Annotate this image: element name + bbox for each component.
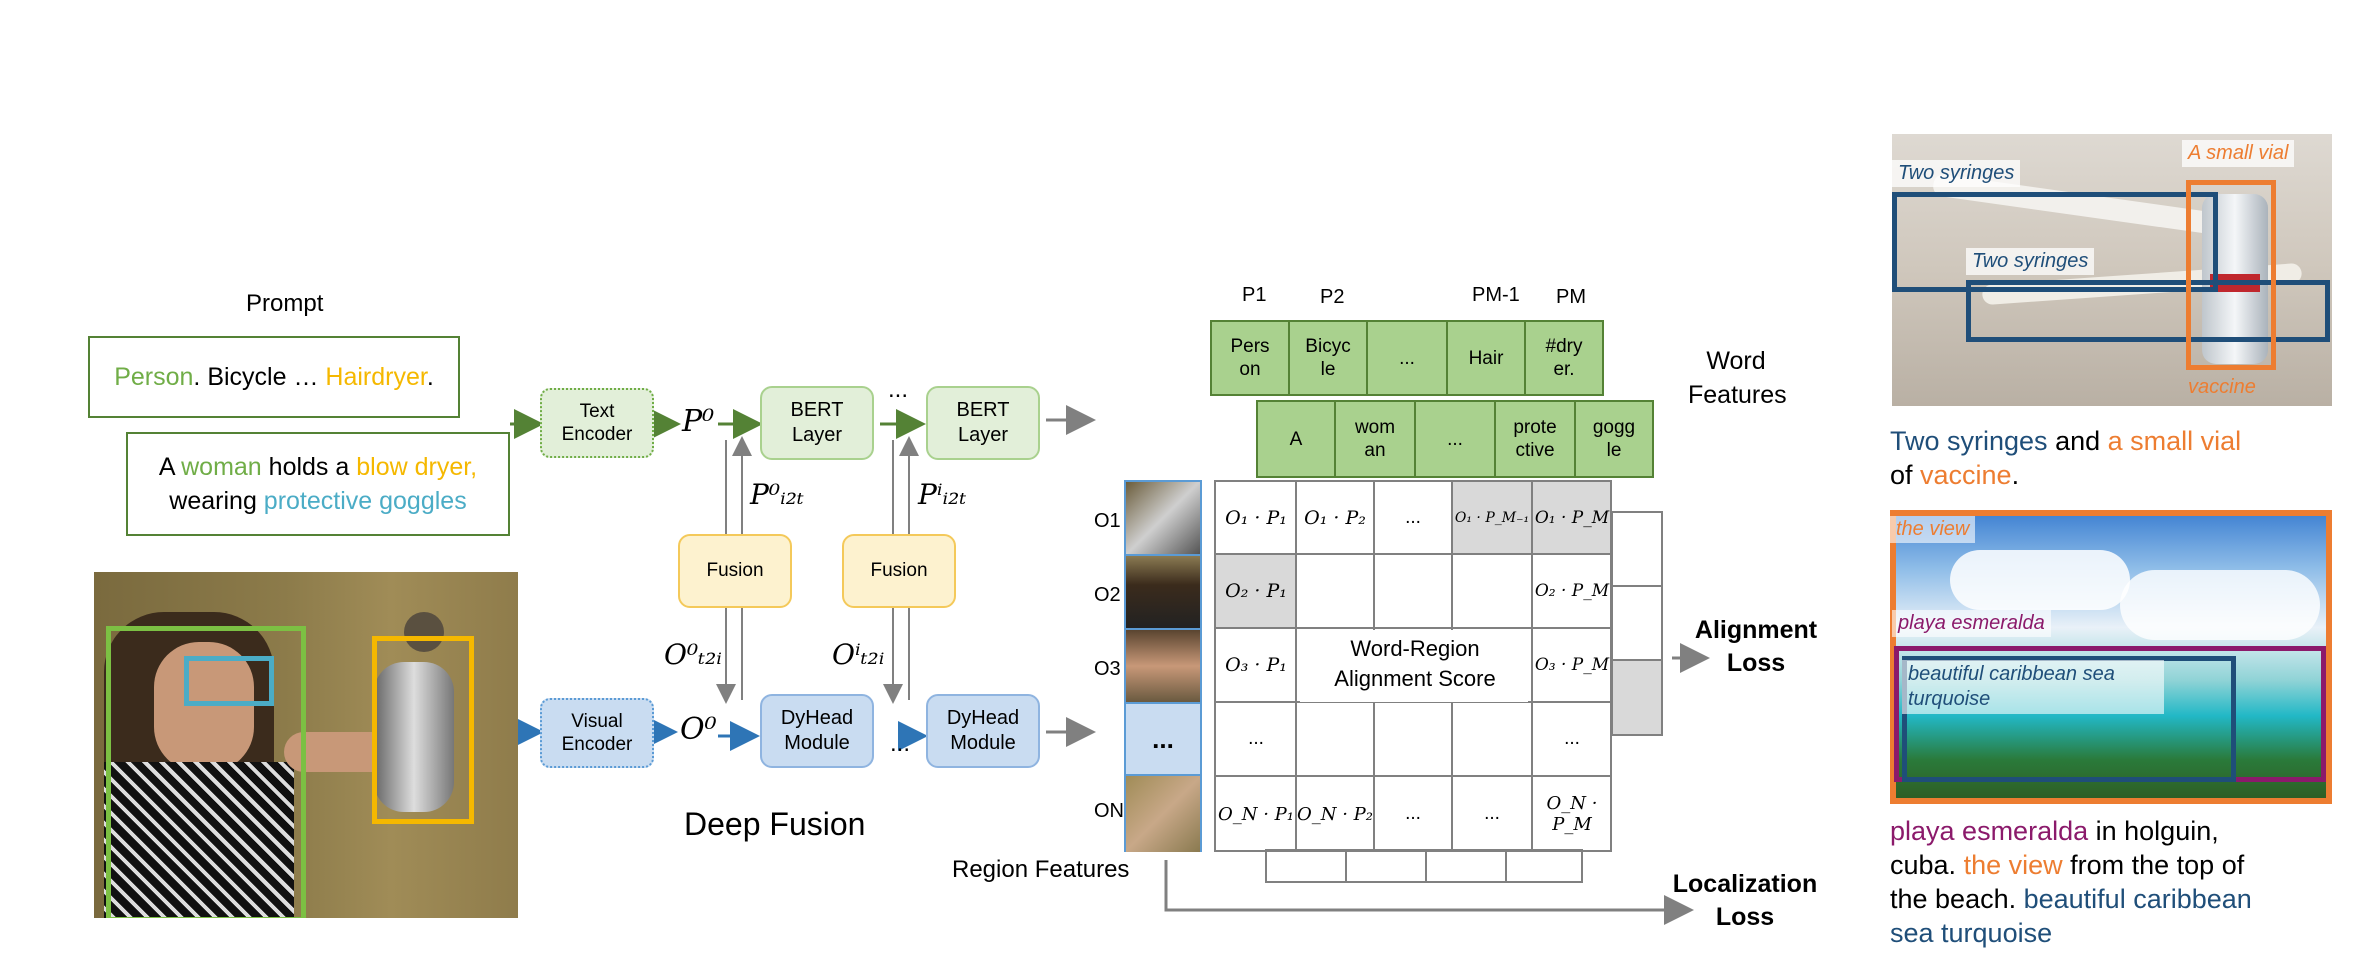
region-label-o3: O3 [1094,658,1121,680]
bert-layer-2: BERT Layer [926,386,1040,460]
dyhead-module-2: DyHead Module [926,694,1040,768]
score-cell: O₁ · P_M₋₁ [1454,510,1530,526]
score-cell: ... [1564,728,1580,749]
prompt-word-hairdryer: Hairdryer [325,362,427,391]
score-cell: O_N · P_M [1546,793,1598,835]
symbol-o0: O⁰ [680,712,717,747]
score-cell: ... [1248,728,1264,749]
prompt-heading: Prompt [246,290,324,317]
example-image-beach: the view playa esmeralda beautiful carib… [1890,510,2332,804]
region-label-o1: O1 [1094,510,1121,532]
box-two-syringes-2 [1966,280,2330,342]
input-image [94,572,518,918]
prompt-sentence: A woman holds a blow dryer, wearing prot… [126,432,510,536]
symbol-pi2t-0: P⁰ᵢ₂ₜ [750,478,804,511]
word-token: ... [1366,320,1448,396]
score-cell: O₃ · P_M [1534,655,1610,675]
region-features-label: Region Features [952,856,1130,883]
label-small-vial: A small vial [2182,140,2295,167]
score-cell: O₂ · P_M [1534,581,1610,601]
symbol-p0: P⁰ [682,404,715,439]
deep-fusion-label: Deep Fusion [684,806,866,842]
word-token: Hair [1446,320,1526,396]
word-row-1: Pers on Bicyc le ... Hair #dry er. [1210,320,1604,396]
prompt-word-person: Person [114,362,194,391]
score-cell: O₁ · P_M [1534,508,1610,528]
region-crop-hand [1126,774,1200,852]
fusion-module-1: Fusion [678,534,792,608]
ellipsis-top: ... [888,376,909,403]
word-header-pm-1: PM-1 [1472,284,1520,306]
region-crop-goggles [1126,628,1200,702]
example-caption-beach: playa esmeralda in holguin, cuba. the vi… [1890,816,2252,948]
word-token: ... [1414,400,1496,478]
score-cell: ... [1484,803,1500,824]
box-caribbean-sea [1902,656,2236,782]
prompt-class-list: Person. Bicycle … Hairdryer. [88,336,460,418]
score-cell: O_N · P₁ [1218,803,1294,825]
word-header-pm: PM [1556,286,1586,308]
symbol-ot2i-0: O⁰ₜ₂ᵢ [664,638,722,671]
symbol-ot2i-i: Oⁱₜ₂ᵢ [832,638,885,671]
word-token: Bicyc le [1288,320,1368,396]
label-two-syringes-2: Two syringes [1966,248,2095,275]
label-the-view: the view [1890,516,1976,543]
score-cell: ... [1405,803,1421,824]
box-woman [106,626,306,918]
box-blow-dryer [372,636,474,824]
box-two-syringes-1 [1892,192,2218,292]
fusion-module-2: Fusion [842,534,956,608]
word-header-p2: P2 [1320,286,1345,308]
box-goggles [184,656,274,706]
matrix-center-label: Word-Region Alignment Score [1334,636,1496,691]
dyhead-module-1: DyHead Module [760,694,874,768]
word-token: Pers on [1210,320,1290,396]
alignment-matrix: O₁ · P₁ O₁ · P₂ ... O₁ · P_M₋₁ O₁ · P_M … [1214,480,1612,852]
label-playa-esmeralda: playa esmeralda [1892,610,2051,637]
word-token: wom an [1334,400,1416,478]
word-token: prote ctive [1494,400,1576,478]
word-features-label: Word Features [1688,347,1787,409]
score-cell: O_N · P₂ [1297,803,1373,825]
score-cell: ... [1405,507,1421,528]
localization-loss-label: Localization Loss [1672,870,1818,931]
box-the-view [1890,510,2332,804]
score-cell: O₁ · P₁ [1225,507,1287,529]
box-small-vial [2186,180,2276,370]
region-label-o2: O2 [1094,584,1121,606]
score-cell: O₂ · P₁ [1225,580,1287,602]
region-strip: ... [1124,480,1202,852]
region-crop-dryer [1126,482,1200,554]
matrix-grid [1214,480,1612,852]
word-token: gogg le [1574,400,1654,478]
text-encoder: Text Encoder [540,388,654,458]
word-token: A [1256,400,1336,478]
region-crop-ellipsis: ... [1126,702,1200,774]
word-token: #dry er. [1524,320,1604,396]
region-crop-woman [1126,554,1200,628]
ellipsis-bottom: ... [890,730,911,757]
symbol-pi2t-i: Pⁱᵢ₂ₜ [918,478,967,511]
example-image-vaccine: Two syringes Two syringes A small vial v… [1892,134,2332,406]
bert-layer-1: BERT Layer [760,386,874,460]
score-cell: O₁ · P₂ [1304,507,1366,529]
label-caribbean-sea: beautiful caribbean sea turquoise [1902,660,2164,714]
score-cell: O₃ · P₁ [1225,654,1287,676]
word-row-2: A wom an ... prote ctive gogg le [1256,400,1654,478]
visual-encoder: Visual Encoder [540,698,654,768]
label-two-syringes-1: Two syringes [1892,160,2021,187]
label-vaccine: vaccine [2188,376,2256,398]
alignment-loss-label: Alignment Loss [1694,616,1818,677]
region-label-on: ON [1094,800,1124,822]
word-header-p1: P1 [1242,284,1267,306]
